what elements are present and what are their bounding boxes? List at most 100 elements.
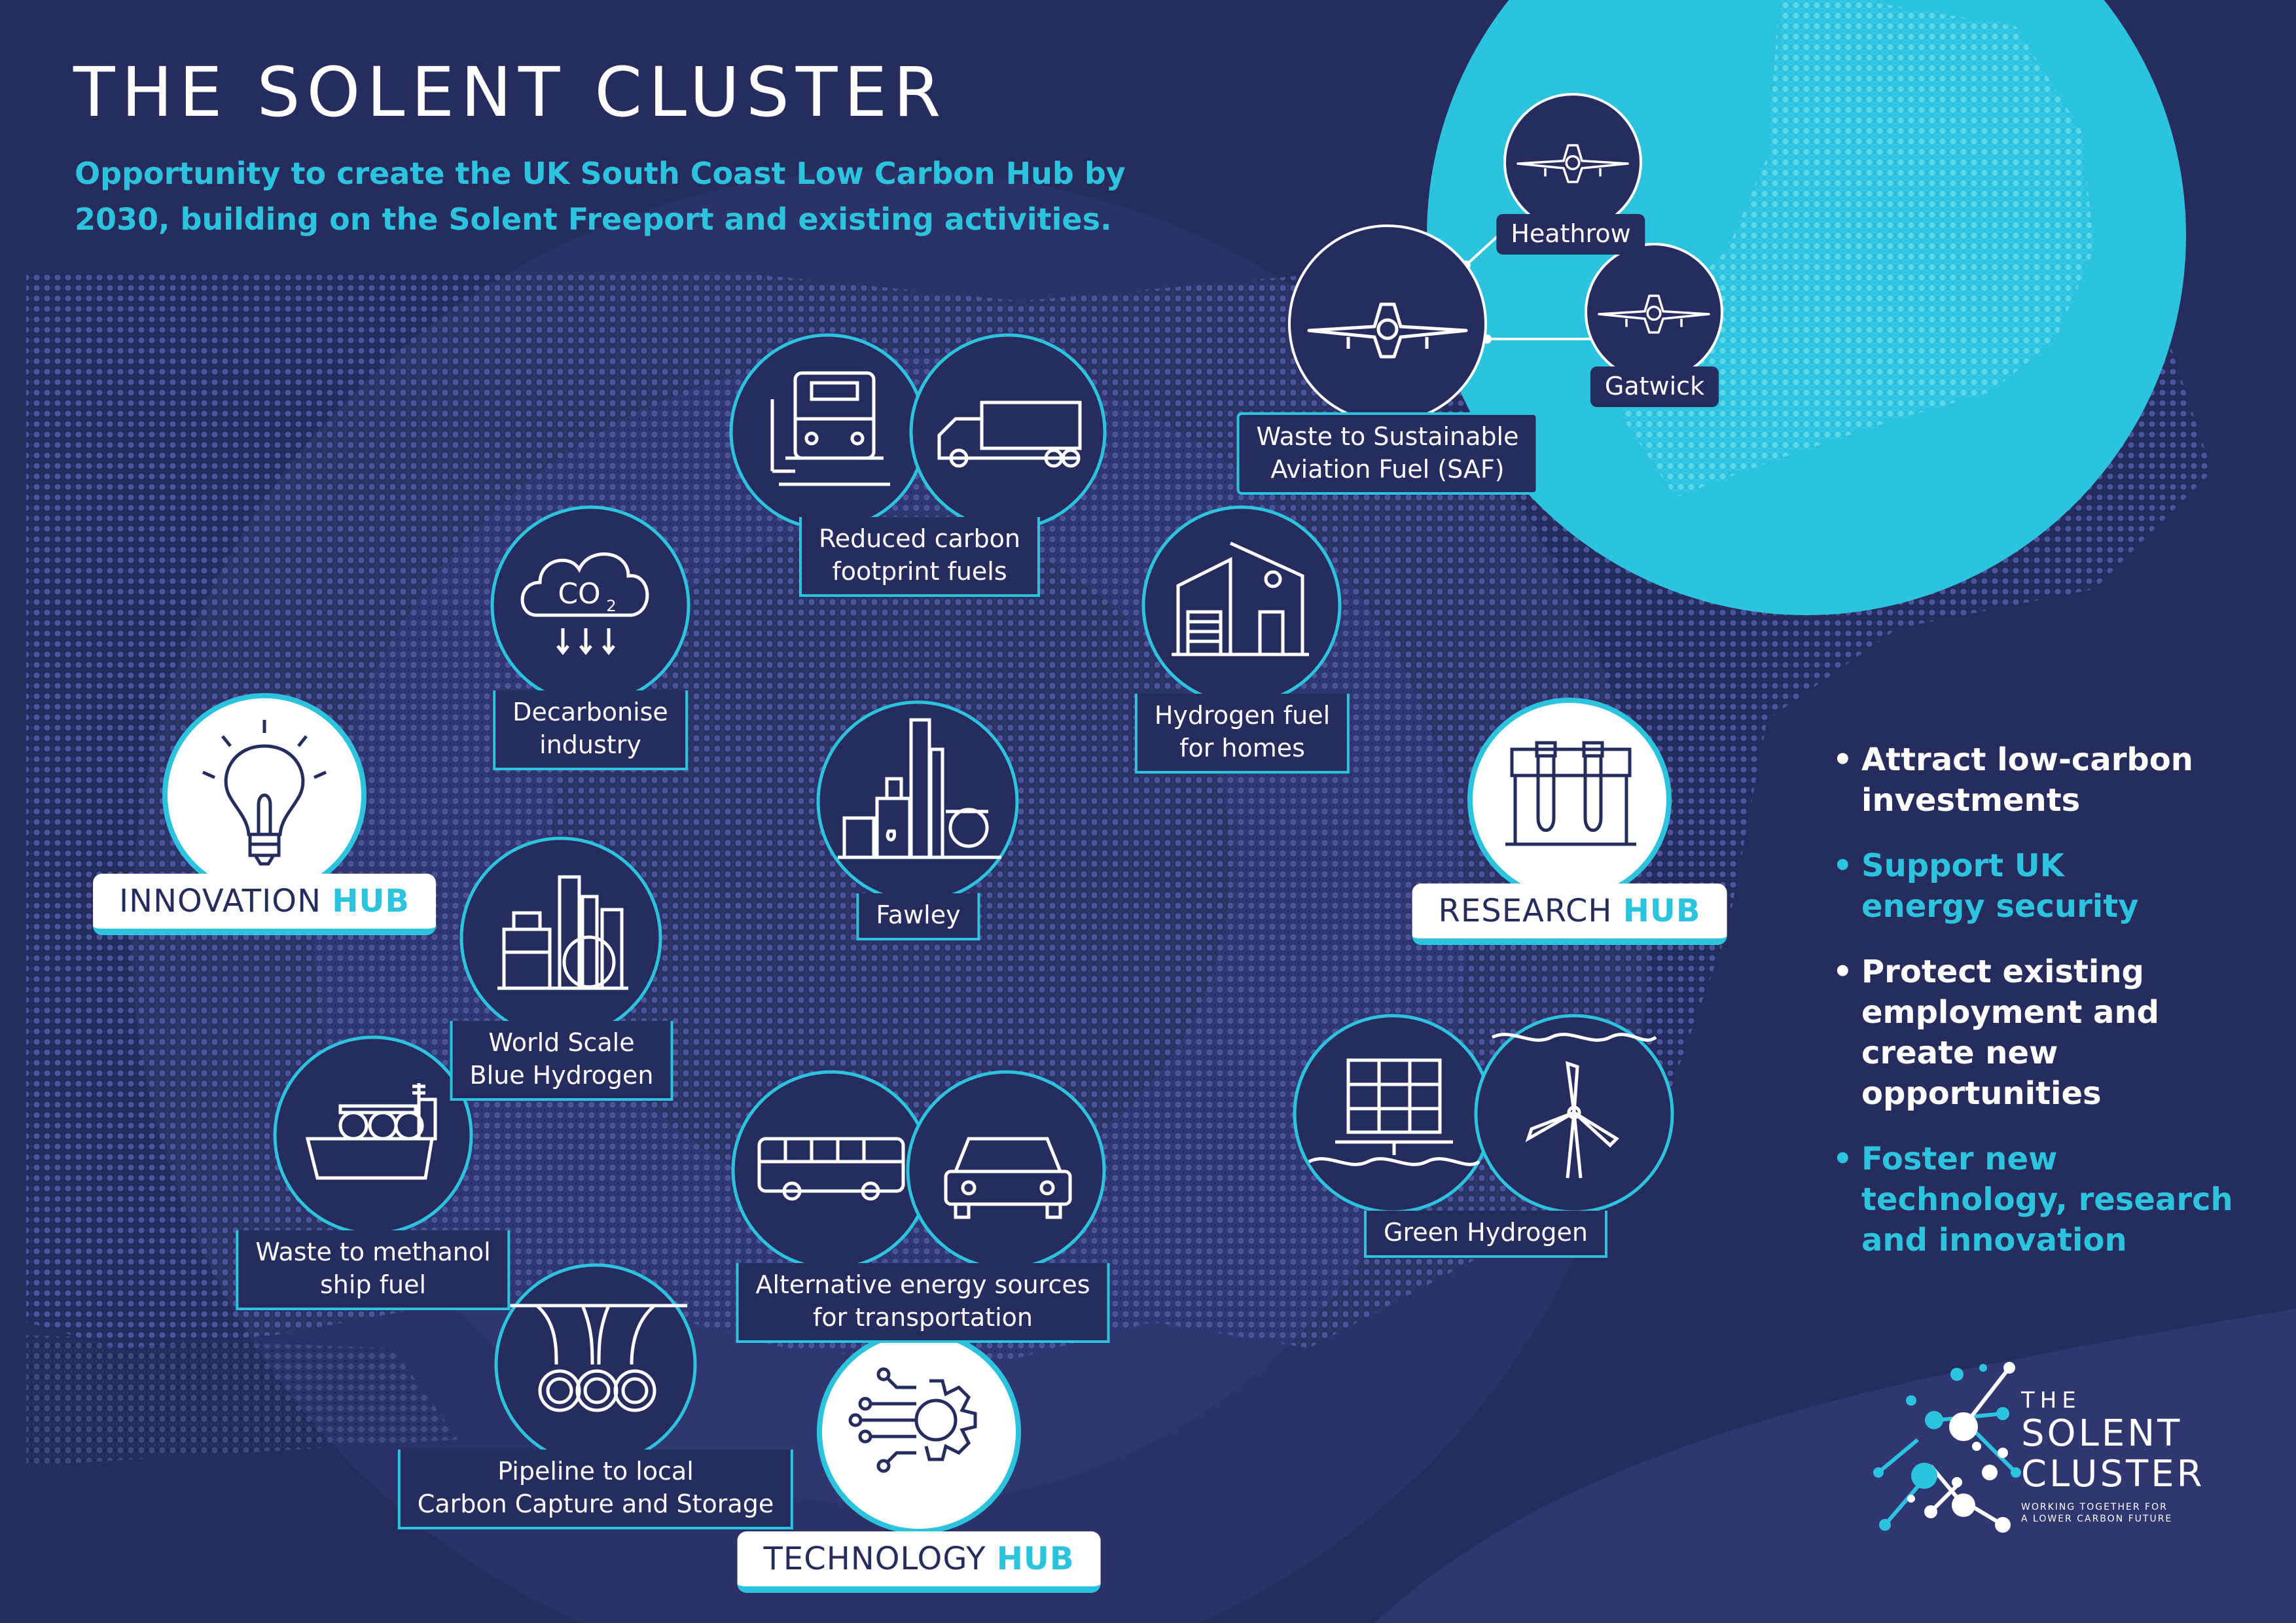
solent-cluster-logo-icon [1873,1362,2021,1533]
fawley-node [816,700,1019,903]
label-line: Aviation Fuel (SAF) [1270,455,1505,484]
innovation-hub-circle [162,693,367,897]
subtitle-line-1: Opportunity to create the UK South Coast… [75,156,1126,191]
label-line: World Scale [488,1028,635,1057]
logo-tagline-1: WORKING TOGETHER FOR [2021,1502,2168,1512]
label-line: Blue Hydrogen [469,1061,654,1090]
benefit-item: Protect existing employment and create n… [1833,952,2238,1114]
benefit-line: opportunities [1861,1075,2102,1112]
label-green-hydrogen: Green Hydrogen [1364,1211,1607,1258]
alt-energy-node [731,1070,1106,1270]
benefit-line: employment and [1861,994,2159,1031]
technology-hub-circle [817,1330,1021,1534]
label-methanol: Waste to methanol ship fuel [236,1230,511,1310]
airport-tag-heathrow: Heathrow [1496,214,1645,255]
gatwick-node [1585,243,1723,382]
benefit-item: Foster new technology, research and inno… [1833,1139,2238,1260]
refinery-icon [838,718,1001,859]
container-ship-icon [305,1083,437,1180]
logo-line-2: CLUSTER [2021,1453,2205,1495]
label-line: for transportation [812,1303,1033,1332]
methanol-node [273,1035,473,1236]
hub-word: INNOVATION [119,883,321,919]
green-hydrogen-node [1293,1014,1674,1214]
saf-node [1288,224,1487,423]
label-line: ship fuel [319,1270,427,1299]
airport-tag-gatwick: Gatwick [1590,366,1719,407]
label-line: Waste to methanol [255,1238,491,1266]
label-fawley: Fawley [856,893,980,940]
heathrow-node [1503,93,1642,232]
benefit-line: investments [1861,782,2081,819]
label-pipeline: Pipeline to local Carbon Capture and Sto… [397,1450,794,1529]
uk-map-dots [1623,0,2094,497]
label-line: Green Hydrogen [1384,1218,1588,1247]
benefit-line: technology, research [1861,1181,2233,1218]
solar-panel-icon [1308,1058,1480,1166]
page-subtitle: Opportunity to create the UK South Coast… [75,151,1187,242]
label-line: Reduced carbon [818,524,1021,553]
benefits-list: Attract low-carbon investments Support U… [1833,740,2238,1285]
label-line: Decarbonise [512,698,668,726]
technology-hub-label: TECHNOLOGY HUB [737,1531,1101,1593]
car-icon [944,1137,1072,1219]
logo-line-1: SOLENT [2021,1412,2183,1455]
lightbulb-icon [202,720,327,866]
label-line: Hydrogen fuel [1154,701,1331,730]
label-blue-hydrogen: World Scale Blue Hydrogen [450,1021,673,1101]
decarbonise-node: CO 2 [490,505,691,705]
label-decarbonise: Decarbonise industry [493,690,688,770]
co2-subscript: 2 [606,597,616,615]
bus-icon [757,1137,905,1201]
benefit-line: Attract low-carbon [1861,741,2193,778]
label-line: Fawley [876,901,961,929]
hub-accent: HUB [996,1541,1075,1577]
label-alt-energy: Alternative energy sources for transport… [736,1263,1110,1343]
co2-text: CO [558,577,600,611]
label-line: Waste to Sustainable [1256,422,1519,451]
logo: THE SOLENT CLUSTER WORKING TOGETHER FOR … [2021,1387,2205,1525]
research-hub-label: RESEARCH HUB [1412,883,1727,945]
hub-accent: HUB [332,883,410,919]
house-garage-icon [1172,541,1309,656]
label-saf: Waste to Sustainable Aviation Fuel (SAF) [1236,412,1539,495]
hub-word: RESEARCH [1438,893,1613,929]
label-line: footprint fuels [832,557,1007,586]
logo-tagline: WORKING TOGETHER FOR A LOWER CARBON FUTU… [2021,1501,2191,1525]
label-line: for homes [1179,734,1305,762]
label-hydrogen-homes: Hydrogen fuel for homes [1134,694,1350,774]
hub-word: TECHNOLOGY [763,1541,986,1577]
benefit-line: and innovation [1861,1222,2127,1258]
label-line: Carbon Capture and Storage [417,1489,774,1518]
benefit-line: Support UK [1861,847,2064,884]
blue-hydrogen-node [459,836,662,1039]
hydrogen-homes-node [1141,505,1342,705]
benefit-line: energy security [1861,888,2139,925]
label-line: Pipeline to local [497,1457,694,1486]
hub-accent: HUB [1623,893,1701,929]
research-hub-circle [1467,698,1672,902]
train-icon [770,371,890,486]
logo-the: THE [2021,1387,2081,1414]
lorry-icon [937,401,1082,468]
subtitle-line-2: 2030, building on the Solent Freeport an… [75,202,1112,237]
benefit-item: Attract low-carbon investments [1833,740,2238,821]
innovation-hub-label: INNOVATION HUB [93,874,436,935]
benefit-line: create new [1861,1035,2058,1071]
label-reduced-carbon: Reduced carbon footprint fuels [798,517,1041,597]
benefit-item: Support UK energy security [1833,846,2238,927]
benefit-line: Protect existing [1861,954,2144,990]
logo-tagline-2: A LOWER CARBON FUTURE [2021,1514,2173,1524]
label-line: industry [539,730,641,759]
pipeline-icon [504,1304,687,1412]
page-title: THE SOLENT CLUSTER [73,52,948,132]
hydrogen-plant-icon [497,875,628,990]
pipeline-node [494,1263,697,1466]
reduced-carbon-node [729,333,1107,531]
benefit-line: Foster new [1861,1141,2058,1177]
bottom-wave [1374,1309,2296,1623]
wind-turbine-icon [1491,1033,1657,1179]
test-tubes-icon [1505,741,1636,846]
